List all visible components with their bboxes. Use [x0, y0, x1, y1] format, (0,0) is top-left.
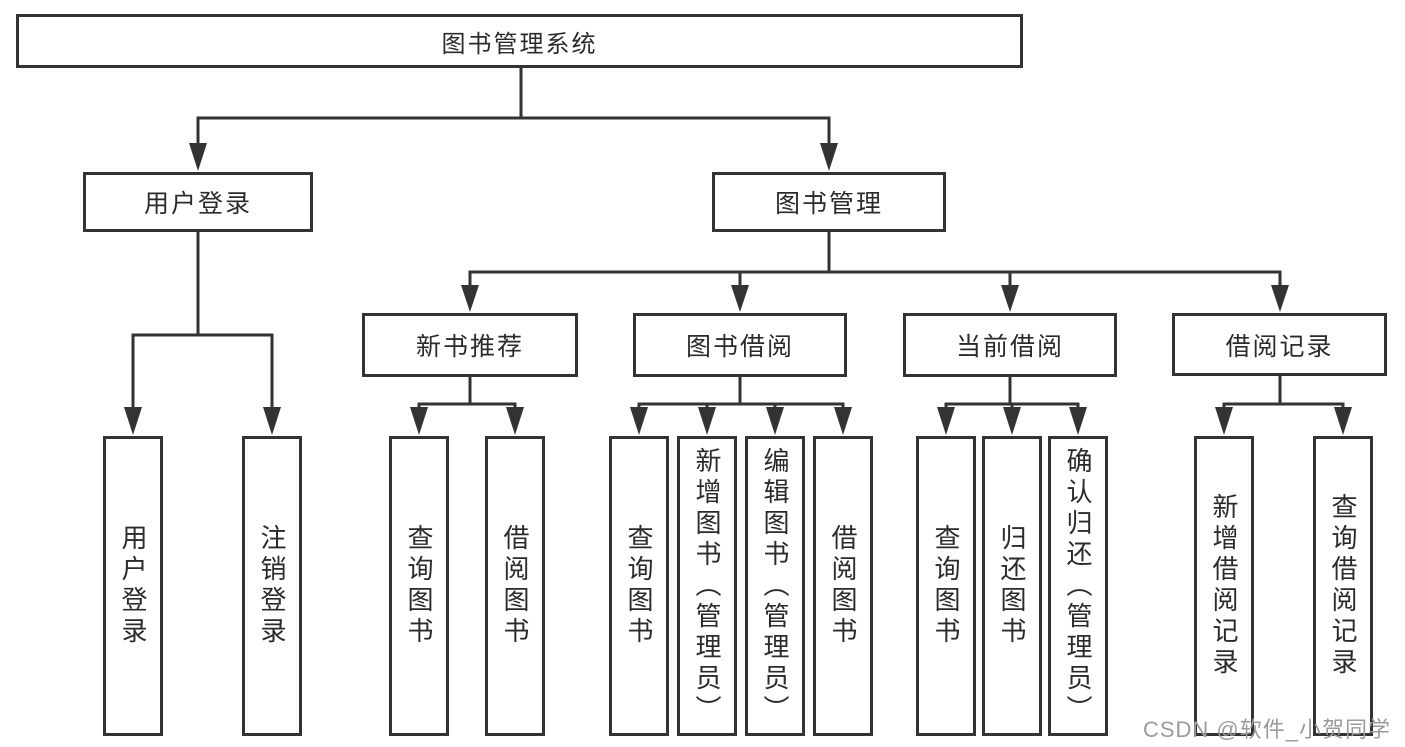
node-user-login: 用户登录: [83, 172, 313, 232]
node-label: 用户登录: [143, 190, 252, 218]
connector-borrow-records-to-leaves: [1215, 375, 1352, 435]
node-label: 新增图书（管理员）: [692, 446, 722, 726]
leaf-logout: 注销登录: [242, 436, 302, 736]
node-label: 图书借阅: [685, 333, 794, 361]
arrow-down-icon: [834, 407, 852, 435]
node-label: 图书管理系统: [441, 30, 598, 58]
connector-new-book-rec-to-leaves: [410, 375, 524, 435]
node-label: 当前借阅: [955, 333, 1064, 361]
node-current-borrowing: 当前借阅: [903, 313, 1117, 377]
node-label: 借阅记录: [1225, 332, 1334, 361]
node-label: 新书推荐: [415, 333, 524, 361]
node-new-book-recommendation: 新书推荐: [362, 313, 578, 377]
connector-current-borrow-to-leaves: [937, 375, 1087, 435]
leaf-cb-query-books: 查询图书: [916, 436, 976, 736]
leaf-bb-edit-books-admin: 编辑图书（管理员）: [745, 436, 805, 736]
node-label: 借阅图书: [828, 524, 858, 648]
node-label: 查询图书: [931, 524, 961, 648]
arrow-down-icon: [410, 407, 428, 435]
node-book-management: 图书管理: [712, 172, 946, 232]
node-label: 编辑图书（管理员）: [760, 446, 790, 726]
arrow-down-icon: [766, 407, 784, 435]
leaf-user-login: 用户登录: [103, 436, 163, 736]
arrow-down-icon: [1003, 407, 1021, 435]
node-label: 确认归还（管理员）: [1063, 446, 1093, 726]
leaf-bb-query-books: 查询图书: [609, 436, 669, 736]
arrow-down-icon: [461, 285, 479, 312]
arrow-down-icon: [731, 285, 749, 312]
node-label: 查询借阅记录: [1328, 493, 1358, 679]
arrow-down-icon: [506, 407, 524, 435]
arrow-down-icon: [1271, 285, 1289, 312]
node-label: 归还图书: [997, 524, 1027, 648]
node-borrowing-records: 借阅记录: [1172, 313, 1387, 376]
leaf-bb-borrow-books: 借阅图书: [813, 436, 873, 736]
leaf-bb-add-books-admin: 新增图书（管理员）: [677, 436, 737, 736]
node-book-borrowing: 图书借阅: [633, 313, 847, 377]
arrow-down-icon: [1001, 285, 1019, 312]
leaf-br-add-record: 新增借阅记录: [1194, 436, 1254, 736]
connector-user-login-to-leaves: [124, 230, 281, 435]
connector-root-to-level2: [189, 66, 838, 171]
arrow-down-icon: [937, 407, 955, 435]
arrow-down-icon: [1334, 407, 1352, 435]
node-label: 注销登录: [257, 524, 287, 648]
leaf-cb-confirm-return-admin: 确认归还（管理员）: [1048, 436, 1108, 736]
node-label: 借阅图书: [500, 524, 530, 648]
arrow-down-icon: [263, 407, 281, 435]
connector-book-borrow-to-leaves: [630, 375, 852, 435]
arrow-down-icon: [1069, 407, 1087, 435]
node-label: 新增借阅记录: [1209, 493, 1239, 679]
node-label: 图书管理: [774, 190, 883, 218]
node-label: 查询图书: [624, 524, 654, 648]
arrow-down-icon: [698, 407, 716, 435]
leaf-br-query-record: 查询借阅记录: [1313, 436, 1373, 736]
arrow-down-icon: [124, 407, 142, 435]
connector-book-mgmt-to-level3: [461, 230, 1289, 312]
leaf-cb-return-books: 归还图书: [982, 436, 1042, 736]
arrow-down-icon: [630, 407, 648, 435]
arrow-down-icon: [1215, 407, 1233, 435]
node-label: 用户登录: [118, 524, 148, 648]
arrow-down-icon: [189, 143, 207, 171]
leaf-rec-query-books: 查询图书: [389, 436, 449, 736]
leaf-rec-borrow-books: 借阅图书: [485, 436, 545, 736]
node-label: 查询图书: [404, 524, 434, 648]
node-library-management-system: 图书管理系统: [16, 14, 1023, 68]
arrow-down-icon: [820, 143, 838, 171]
watermark: CSDN @软件_小贺同学: [1142, 717, 1391, 742]
